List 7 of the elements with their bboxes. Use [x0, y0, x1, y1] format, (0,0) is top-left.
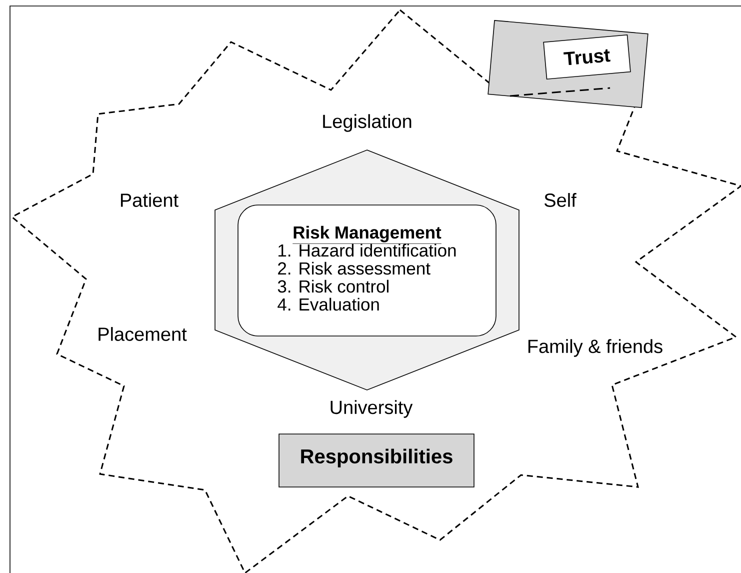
area-label: Legislation	[323, 114, 412, 132]
area-label: Patient	[120, 193, 178, 207]
title-box: Responsibilities	[278, 434, 474, 488]
area-label: Family & friends	[528, 339, 662, 357]
area-label: Self	[544, 193, 576, 207]
rounded-box: Risk Management 1. Hazard identification 2. Risk assessment 3. Risk control 4. Evaluation	[238, 204, 496, 336]
area-label: Placement	[98, 327, 187, 341]
